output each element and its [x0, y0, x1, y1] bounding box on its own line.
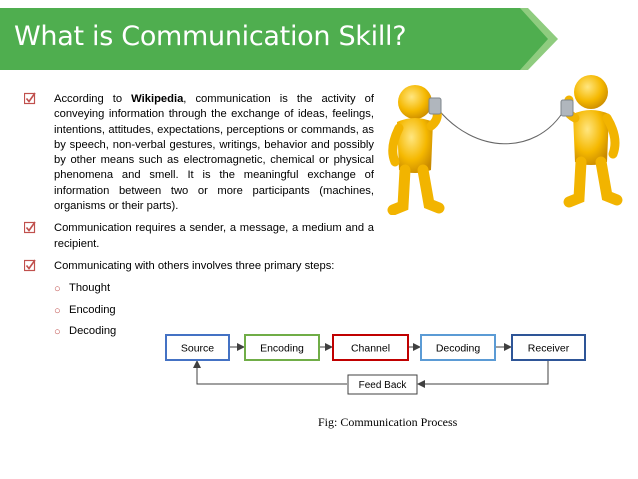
- step-label: Thought: [69, 282, 111, 295]
- circle-icon: ○: [54, 304, 61, 317]
- circle-icon: ○: [54, 283, 61, 296]
- bullet-list: According to Wikipedia, communication is…: [24, 92, 374, 345]
- step-item: ○ Encoding: [54, 303, 374, 318]
- banner-arrow-shape: [0, 8, 558, 70]
- receiver-box: Receiver: [511, 334, 586, 361]
- checkbox-icon: [24, 221, 36, 234]
- encoding-box: Encoding: [244, 334, 320, 361]
- receiver-label: Receiver: [528, 343, 570, 355]
- step-item: ○ Thought: [54, 281, 374, 296]
- checkbox-icon: [24, 259, 36, 272]
- feedback-return-arrow: [193, 360, 347, 385]
- bullet-text-prefix: According to: [54, 93, 132, 105]
- slide-title: What is Communication Skill?: [14, 21, 407, 52]
- bullet-steps: Communicating with others involves three…: [24, 259, 374, 274]
- bullet-requirements: Communication requires a sender, a messa…: [24, 221, 374, 252]
- channel-label: Channel: [351, 343, 390, 355]
- left-figure: [387, 85, 445, 215]
- feedback-label: Feed Back: [359, 380, 408, 391]
- bullet-text: , communication is the activity of conve…: [54, 93, 375, 213]
- bullet-text: Communicating with others involves three…: [54, 259, 335, 272]
- source-box: Source: [165, 334, 230, 361]
- source-label: Source: [181, 343, 214, 355]
- step-label: Encoding: [69, 303, 116, 316]
- step-label: Decoding: [69, 324, 117, 337]
- title-banner: What is Communication Skill?: [0, 8, 560, 70]
- step-item: ○ Decoding: [54, 324, 374, 339]
- channel-box: Channel: [332, 334, 409, 361]
- bullet-text: Communication requires a sender, a messa…: [54, 222, 374, 250]
- checkbox-icon: [24, 92, 36, 105]
- steps-list: ○ Thought ○ Encoding ○ Decoding: [24, 281, 374, 339]
- encoding-label: Encoding: [260, 343, 304, 355]
- tin-can-phone-illustration: [387, 75, 623, 215]
- decoding-label: Decoding: [436, 343, 481, 355]
- right-figure: [560, 75, 623, 208]
- circle-icon: ○: [54, 325, 61, 338]
- wikipedia-bold-text: Wikipedia: [131, 93, 184, 105]
- figure-caption: Fig: Communication Process: [318, 415, 458, 429]
- bullet-definition: According to Wikipedia, communication is…: [24, 92, 374, 214]
- decoding-box: Decoding: [420, 334, 496, 361]
- feedback-box: Feed Back: [347, 374, 418, 395]
- feedback-arrow: [417, 360, 549, 388]
